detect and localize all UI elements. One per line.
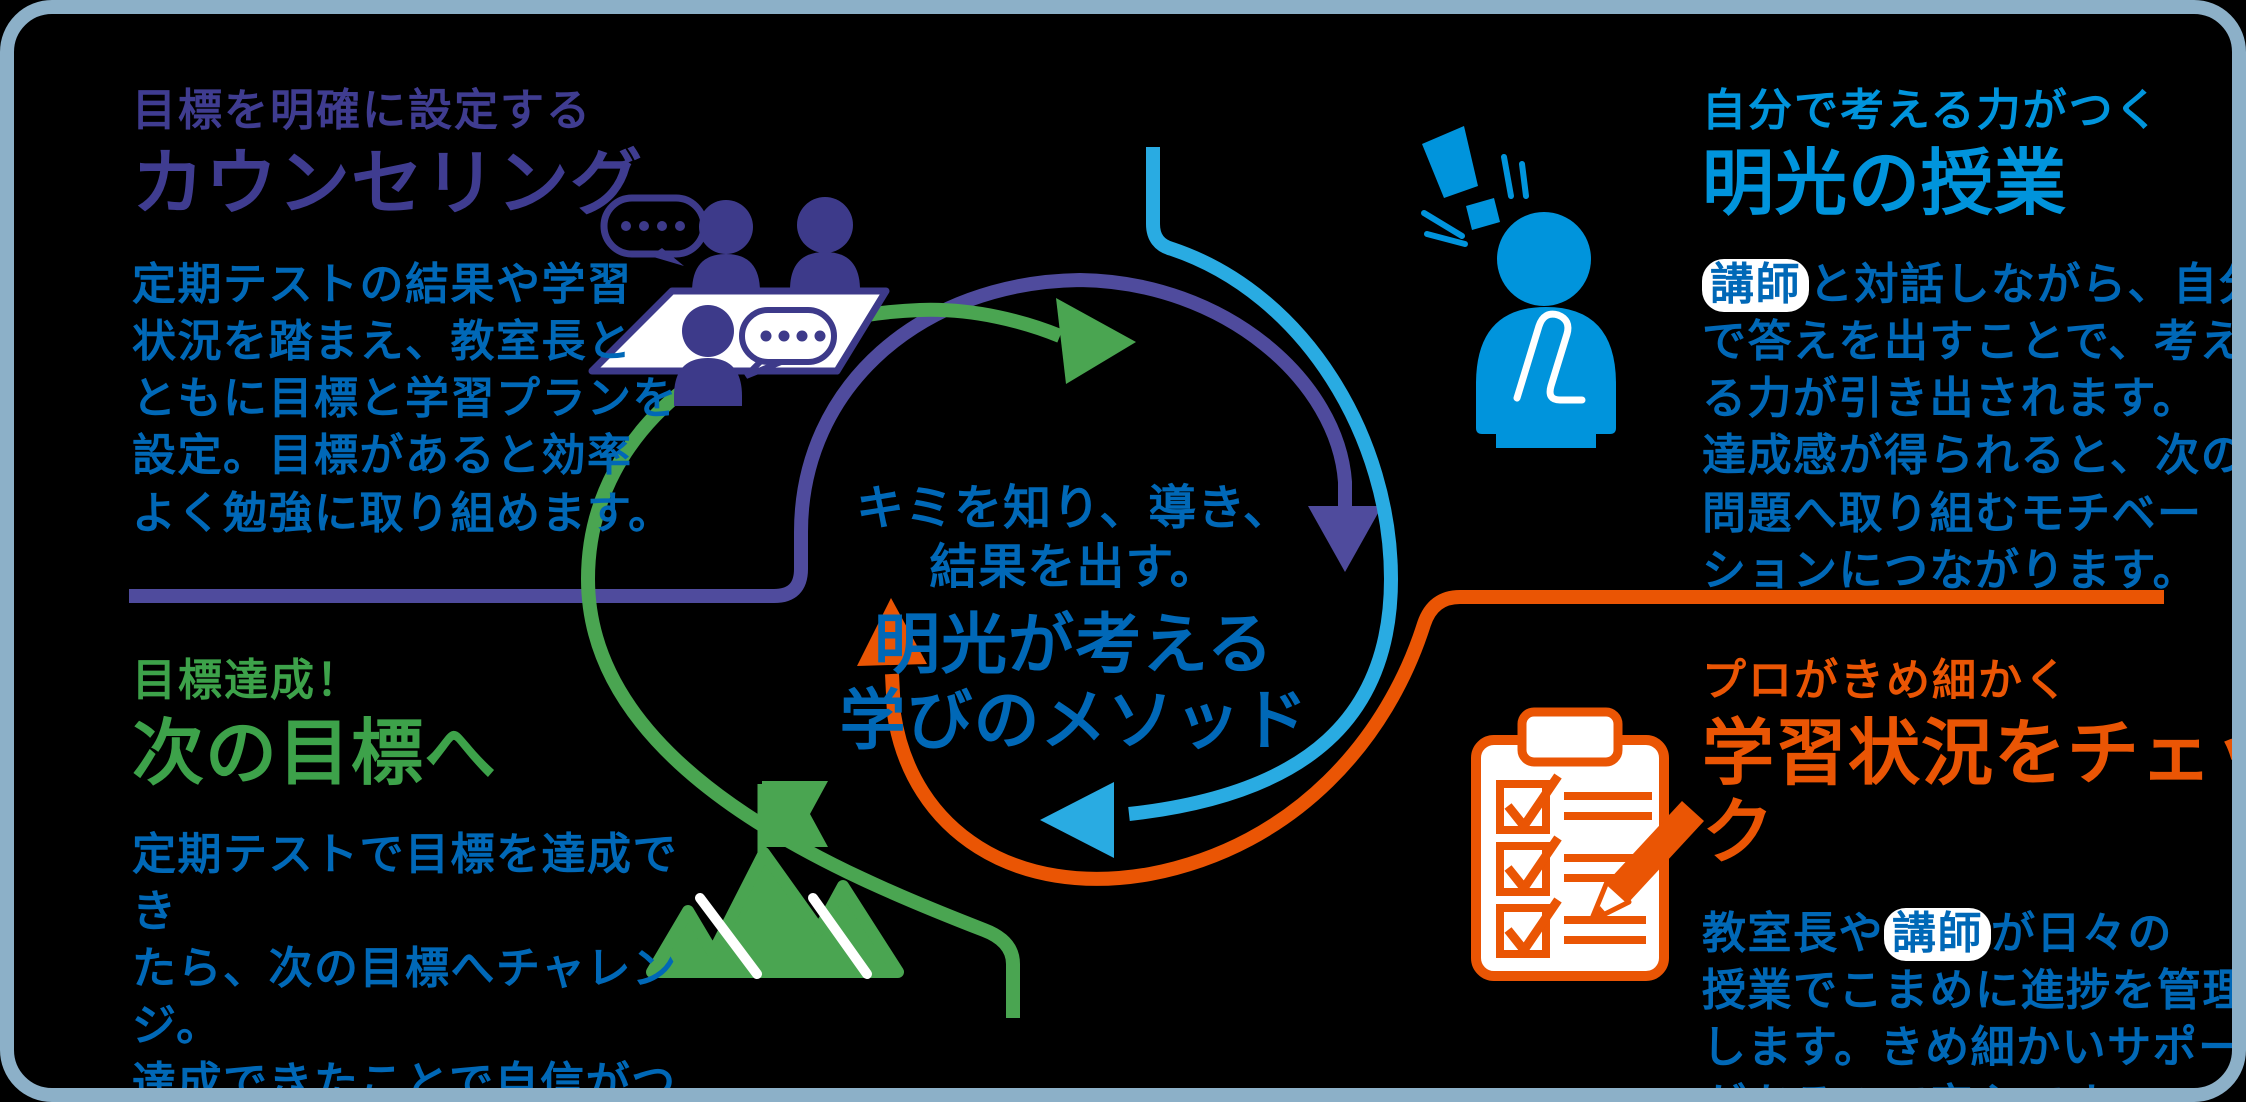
section-body: 講師と対話しながら、自分 で答えを出すことで、考え る力が引き出されます。 達成… bbox=[1702, 256, 2246, 599]
checkbox-row bbox=[1496, 835, 1644, 896]
section-title: 次の目標へ bbox=[132, 713, 498, 794]
center-title: 明光が考える 学びのメソッド bbox=[839, 607, 1309, 757]
arm-icon bbox=[1513, 310, 1586, 404]
checklist-clipboard-icon bbox=[1471, 707, 1704, 981]
section-lesson: 自分で考える力がつく 明光の授業 講師と対話しながら、自分 で答えを出すことで、… bbox=[1702, 86, 2246, 599]
pencil-icon bbox=[1588, 801, 1704, 924]
section-goal: 目標達成！ 次の目標へ 定期テストで目標を達成でき たら、次の目標へチャレンジ。… bbox=[132, 656, 722, 1102]
section-title: カウンセリング bbox=[132, 143, 644, 224]
center-message: キミを知り、導き、 結果を出す。 明光が考える 学びのメソッド bbox=[744, 480, 1404, 759]
counseling-meeting-icon bbox=[588, 194, 890, 406]
arc-green bbox=[581, 302, 1063, 1018]
section-check: プロがきめ細かく 学習状況をチェック 教室長や講師が日々の 授業でこまめに進捗を… bbox=[1702, 656, 2246, 1088]
arrow-right-icon bbox=[1056, 298, 1136, 384]
clip-icon bbox=[1517, 707, 1623, 767]
arrow-down-icon bbox=[1308, 506, 1382, 572]
flag-icon bbox=[762, 781, 828, 847]
student-exclamation-icon bbox=[1421, 126, 1616, 448]
arc-purple bbox=[129, 273, 1352, 603]
speed-lines-icon bbox=[1421, 154, 1529, 247]
section-body: 定期テストの結果や学習 状況を踏まえ、教室長と ともに目標と学習プランを 設定。… bbox=[132, 259, 678, 538]
arrow-left-icon bbox=[1040, 782, 1114, 858]
highlight-term: 講師 bbox=[1702, 258, 1809, 312]
section-body: 定期テストで目標を達成でき たら、次の目標へチャレンジ。 達成できたことで自信が… bbox=[132, 829, 678, 1102]
section-subtitle: 目標を明確に設定する bbox=[132, 86, 592, 135]
checkbox-row bbox=[1496, 773, 1652, 834]
section-counseling: 目標を明確に設定する カウンセリング 定期テストの結果や学習 状況を踏まえ、教室… bbox=[132, 86, 722, 542]
cycle-arcs bbox=[129, 147, 2164, 1018]
body-text-pre: 教室長や bbox=[1702, 908, 1884, 958]
checkbox-row bbox=[1496, 897, 1646, 958]
center-tagline: キミを知り、導き、 結果を出す。 bbox=[856, 482, 1292, 594]
speech-bubble-icon bbox=[739, 307, 837, 379]
body-text-rest: と対話しながら、自分 で答えを出すことで、考え る力が引き出されます。 達成感が… bbox=[1702, 259, 2246, 595]
arc-blue bbox=[1128, 147, 1398, 821]
person-icon bbox=[674, 305, 742, 406]
section-title: 学習状況をチェック bbox=[1702, 713, 2246, 873]
exclamation-icon bbox=[1422, 126, 1478, 198]
arc-orange bbox=[885, 590, 2164, 886]
section-subtitle: 自分で考える力がつく bbox=[1702, 86, 2161, 135]
section-subtitle: 目標達成！ bbox=[132, 656, 362, 705]
highlight-term: 講師 bbox=[1884, 907, 1991, 961]
body-text-rest: が日々の 授業でこまめに進捗を管理 します。きめ細かいサポート があるので安心で… bbox=[1702, 908, 2246, 1088]
mountain-flag-icon bbox=[646, 781, 904, 979]
cycle-diagram bbox=[129, 126, 2164, 1018]
person-icon bbox=[790, 197, 860, 300]
section-title: 明光の授業 bbox=[1702, 143, 2068, 224]
section-subtitle: プロがきめ細かく bbox=[1702, 656, 2070, 705]
arrow-up-icon bbox=[857, 598, 927, 666]
